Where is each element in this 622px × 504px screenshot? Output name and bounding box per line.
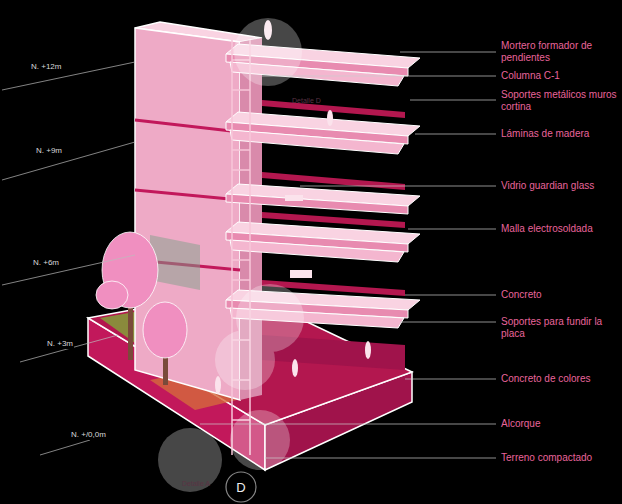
callout-label: Soportes para fundir la placa	[500, 316, 619, 340]
callout-label: Columna C-1	[500, 70, 561, 82]
detail-label: Detalle A	[182, 480, 210, 488]
callout-label: Alcorque	[500, 418, 541, 430]
callout-label: Terreno compactado	[500, 452, 593, 464]
detail-circle: D	[226, 472, 256, 502]
detail-label: Detalle D	[292, 97, 321, 105]
callout-label: Concreto de colores	[500, 373, 592, 385]
detail-letter: D	[236, 480, 245, 495]
level-label: N. +6m	[32, 258, 60, 268]
callout-label: Malla electrosoldada	[500, 223, 594, 235]
level-label: N. +/0,0m	[70, 430, 107, 440]
callout-label: Concreto	[500, 289, 543, 301]
callout-label: Vidrio guardian glass	[500, 180, 595, 192]
level-label: N. +3m	[46, 339, 74, 349]
callout-label: Láminas de madera	[500, 128, 590, 140]
level-label: N. +12m	[30, 62, 62, 72]
callout-label: Mortero formador de pendientes	[500, 40, 619, 64]
callout-label: Soportes metálicos muros cortina	[500, 89, 619, 113]
level-label: N. +9m	[35, 146, 63, 156]
